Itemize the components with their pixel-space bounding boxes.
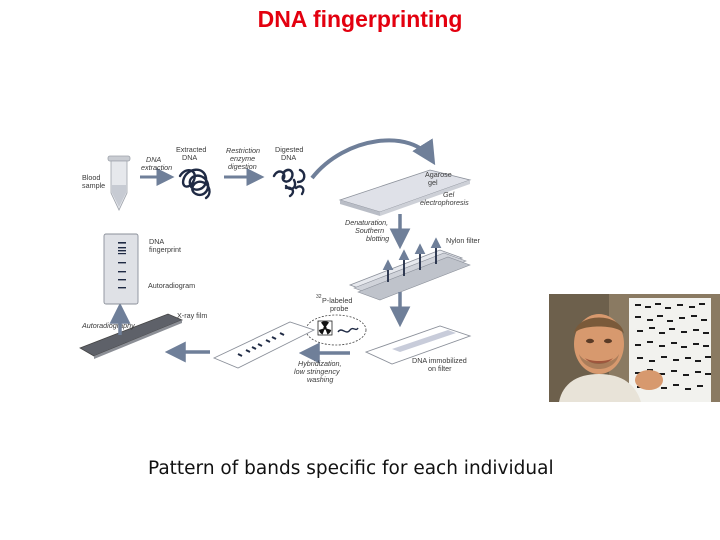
southern-blot-stack-icon: [348, 237, 471, 301]
label-restriction-digestion: Restriction enzyme digestion: [226, 146, 262, 171]
autoradiogram-icon: [103, 233, 139, 305]
label-nylon-filter: Nylon filter: [446, 236, 481, 245]
xray-film-icon: [79, 313, 184, 359]
hybridized-filter-bands-icon: [212, 321, 316, 369]
arrow-to-agarose-gel: [310, 138, 436, 180]
label-extracted-dna: Extracted DNA: [176, 145, 208, 162]
label-dna-extraction: DNA extraction: [141, 155, 172, 172]
label-dna-fingerprint: DNA fingerprint: [149, 237, 181, 254]
extracted-dna-tangle-icon: [178, 168, 211, 200]
label-agarose-gel: Agarose gel: [425, 170, 454, 187]
blood-sample-vial-icon: [107, 155, 131, 211]
caption: Pattern of bands specific for each indiv…: [148, 458, 554, 479]
agarose-gel-icon: [338, 169, 472, 216]
label-digested-dna: Digested DNA: [275, 145, 305, 162]
scientist-portrait-icon: [559, 314, 663, 402]
label-autoradiography: Autoradiography: [81, 321, 135, 330]
label-autoradiogram: Autoradiogram: [148, 281, 195, 290]
label-hybridization-washing: Hybridization, low stringency washing: [294, 359, 344, 384]
label-blood-sample: Blood sample: [82, 173, 105, 190]
label-denaturation-southern-blotting: Denaturation, Southern blotting: [345, 218, 390, 243]
label-labeled-probe: 32 P-labeled probe: [316, 291, 354, 313]
label-dna-immobilized: DNA immobilized on filter: [412, 356, 469, 373]
slide-title: DNA fingerprinting: [257, 6, 463, 32]
digested-dna-fragments-icon: [272, 168, 306, 198]
scientist-photo: [549, 294, 720, 402]
filter-dna-immobilized-icon: [364, 325, 472, 365]
radioactive-probe-icon: [305, 314, 367, 346]
label-xray-film: X-ray film: [177, 311, 207, 320]
label-gel-electrophoresis: Gel electrophoresis: [420, 190, 469, 207]
